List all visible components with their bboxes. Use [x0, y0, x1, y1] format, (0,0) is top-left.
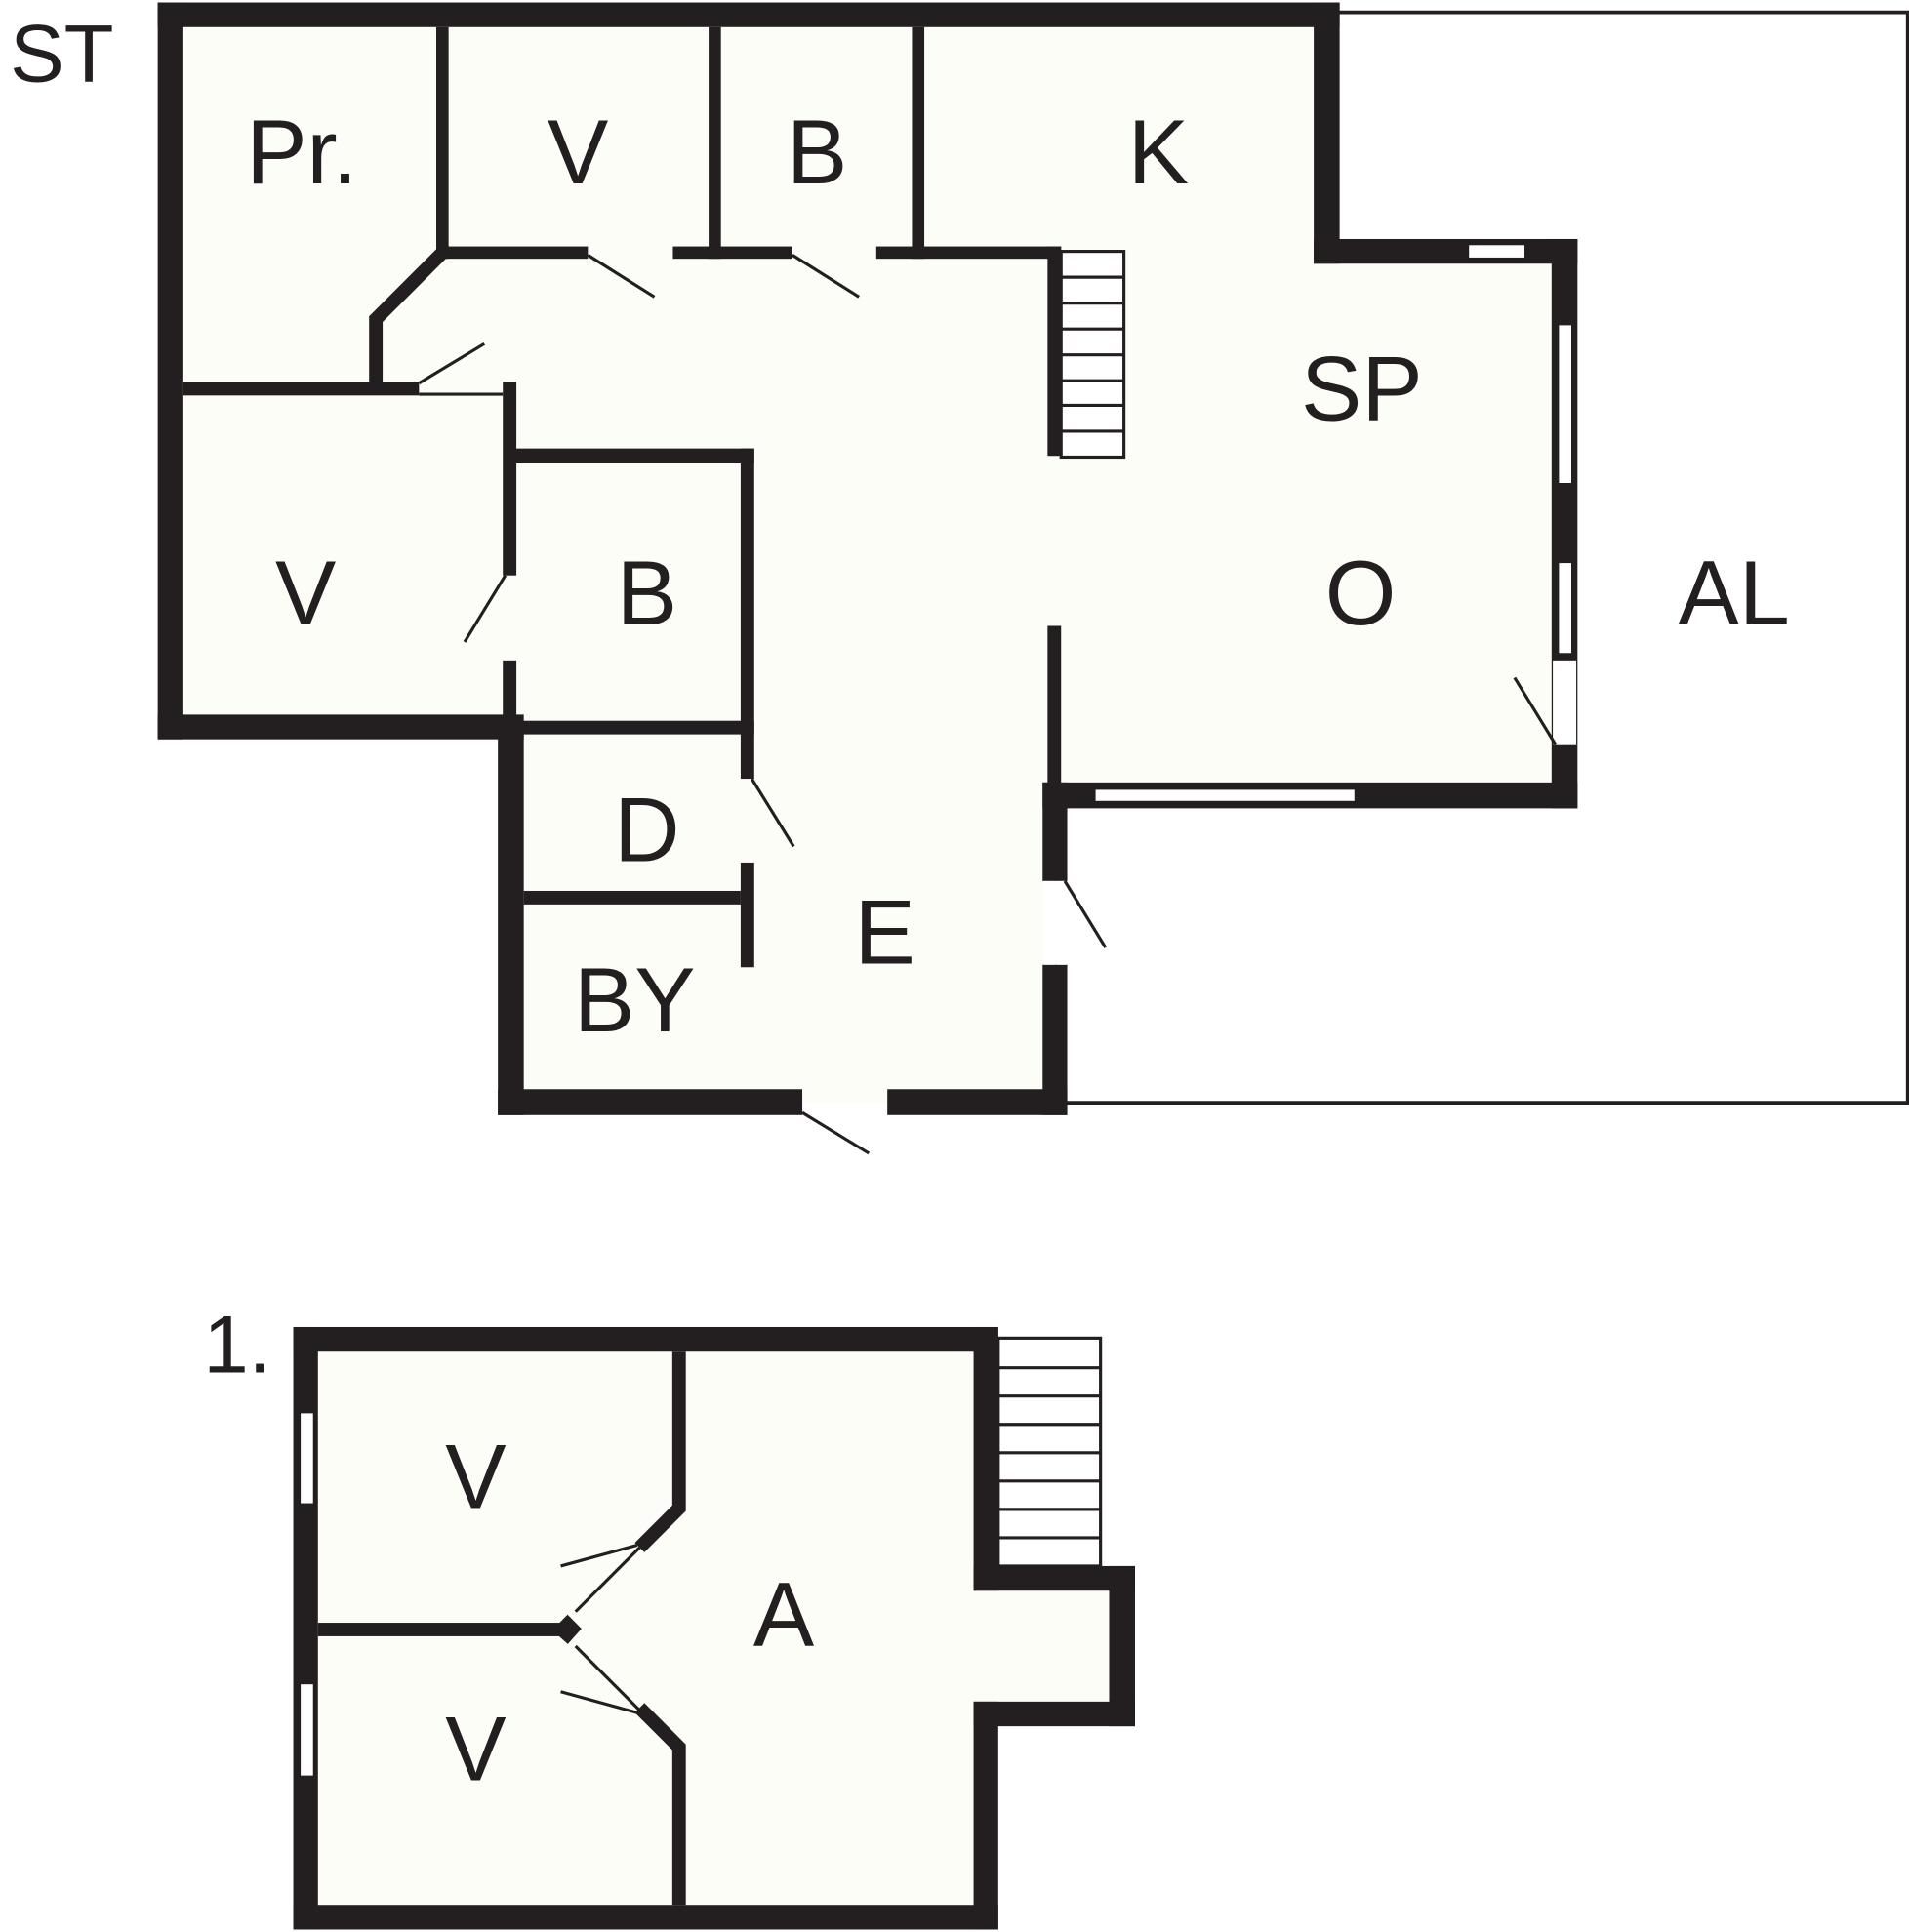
ground-floor: ST Pr. V B K SP O AL V B D E BY [10, 2, 1909, 1155]
staircase [1059, 250, 1126, 460]
wall [157, 714, 524, 740]
room-label: B [617, 542, 677, 644]
wall [503, 660, 517, 728]
floor-label: ST [10, 8, 113, 99]
wall [672, 246, 792, 260]
window [298, 1681, 316, 1779]
wall [558, 1614, 582, 1644]
room-label: D [614, 779, 679, 881]
wall [436, 26, 449, 260]
window [1556, 322, 1574, 486]
wall [709, 26, 721, 260]
door-opening [1553, 660, 1577, 745]
wall [498, 1089, 803, 1115]
door-swing [801, 1110, 871, 1155]
wall [973, 1326, 998, 1591]
first-floor: 1. V V A [203, 1300, 1135, 1930]
door-swing [560, 1690, 638, 1714]
wall [1047, 625, 1062, 786]
room-label: O [1325, 542, 1397, 644]
room-label: K [1128, 101, 1189, 203]
door-threshold [574, 1546, 641, 1613]
wall [634, 1703, 686, 1906]
wall [740, 862, 754, 968]
room-label: A [753, 1563, 815, 1666]
wall [973, 1701, 998, 1930]
room-label: B [787, 101, 847, 203]
wall [740, 448, 754, 780]
wall [912, 26, 925, 260]
wall [293, 1905, 998, 1930]
floor-label: 1. [203, 1300, 270, 1390]
wall [887, 1089, 1068, 1115]
wall [973, 1565, 1135, 1591]
wall [442, 246, 589, 260]
wall [182, 382, 420, 396]
door-swing [587, 254, 656, 299]
room-label: V [445, 1698, 506, 1800]
wall [509, 720, 754, 735]
door-swing [1063, 880, 1108, 948]
wall [973, 1701, 1135, 1727]
first-floor-area [305, 1339, 1123, 1917]
door-swing [792, 254, 860, 299]
wall [293, 1326, 998, 1352]
wall [157, 2, 183, 740]
wall [1314, 238, 1578, 264]
wall [1109, 1565, 1135, 1727]
wall [498, 727, 524, 1115]
wall [509, 448, 754, 463]
wall [157, 2, 1340, 27]
room-label: SP [1301, 338, 1423, 440]
wall [317, 1623, 565, 1636]
window [1556, 560, 1574, 656]
door-threshold [574, 1644, 641, 1711]
wall [369, 247, 448, 392]
room-label: V [275, 542, 336, 644]
window [1466, 242, 1527, 261]
wall [1042, 782, 1068, 881]
room-label: BY [574, 948, 696, 1051]
room-label: Pr. [246, 101, 357, 203]
wall [875, 246, 1062, 260]
door-swing [750, 778, 795, 848]
room-label: V [445, 1426, 506, 1528]
staircase [996, 1336, 1103, 1568]
room-label: V [548, 101, 608, 203]
wall [523, 890, 741, 905]
wall [503, 382, 517, 576]
window [1093, 786, 1358, 804]
door-opening [1043, 880, 1067, 965]
wall [1314, 2, 1340, 264]
door-swing [560, 1543, 638, 1568]
door-swing [1513, 676, 1557, 745]
window [298, 1410, 316, 1507]
wall [634, 1351, 686, 1552]
door-swing [418, 342, 486, 385]
wall [1047, 246, 1062, 457]
room-label: AL [1679, 542, 1790, 644]
room-label: E [854, 880, 914, 983]
door-swing [463, 574, 508, 643]
